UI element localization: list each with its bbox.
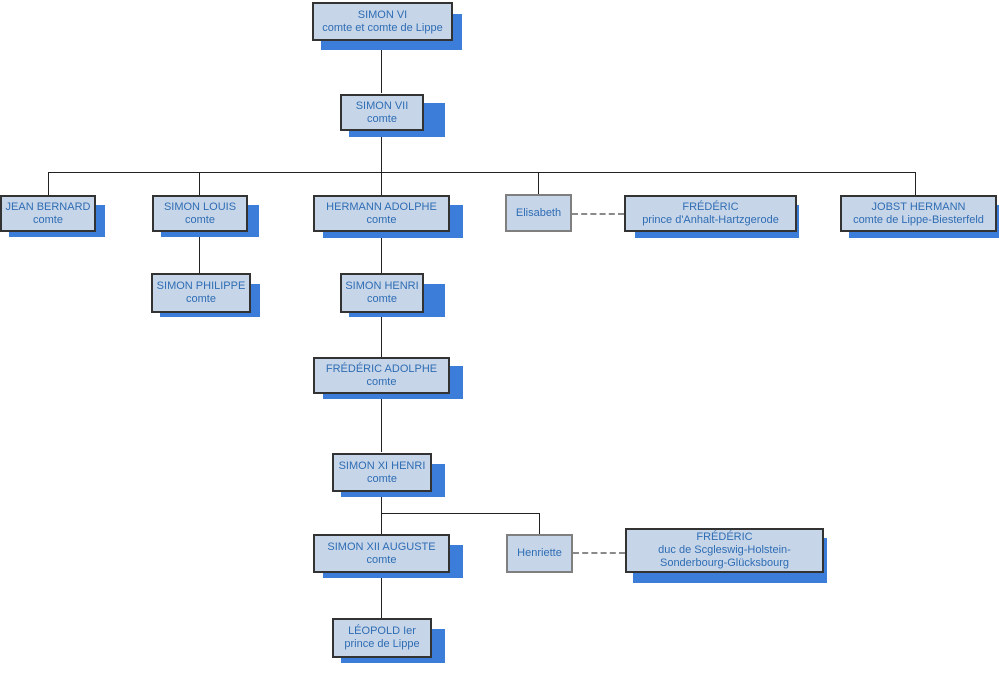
node-title: comte et comte de Lippe	[322, 21, 443, 34]
node-title: comte	[366, 553, 397, 566]
marriage-elisabeth-frederic	[572, 213, 624, 215]
node-name: SIMON LOUIS	[163, 200, 237, 213]
node-title: prince de Lippe	[344, 638, 420, 650]
node-name: SIMON HENRI	[345, 280, 419, 292]
node-frederic-anhalt[interactable]: FRÉDÉRIC prince d'Anhalt-Hartzgerode	[624, 195, 797, 232]
node-title: comte	[186, 293, 216, 305]
node-hermann-adolphe[interactable]: HERMANN ADOLPHE comte	[313, 195, 450, 232]
drop-jobst-hermann	[915, 172, 916, 195]
connector-simonxi-branch	[381, 492, 382, 513]
node-name: SIMON XI HENRI	[338, 459, 426, 472]
node-name: FRÉDÉRIC ADOLPHE	[325, 362, 438, 375]
node-title: duc de Scgleswig-Holstein-Sonderbourg-Gl…	[658, 544, 791, 569]
sibling-bus-generation3	[48, 172, 916, 173]
node-name: SIMON VI	[357, 8, 408, 21]
node-simon-louis[interactable]: SIMON LOUIS comte	[152, 195, 248, 232]
node-name: Henriette	[517, 547, 562, 559]
connector-simonvii-bus	[381, 134, 382, 172]
connector-fredericadolphe-simonxi	[381, 394, 382, 452]
drop-henriette	[539, 513, 540, 534]
node-title: comte de Lippe-Biesterfeld	[853, 213, 984, 226]
drop-simon-xii	[381, 513, 382, 534]
node-name: FRÉDÉRIC	[696, 531, 753, 543]
node-title: prince d'Anhalt-Hartzgerode	[642, 213, 779, 226]
marriage-henriette-frederic	[573, 552, 625, 554]
node-title: comte	[367, 472, 397, 485]
connector-simonlouis-simonphilippe	[199, 235, 200, 273]
node-jean-bernard[interactable]: JEAN BERNARD comte	[0, 195, 96, 232]
node-name: SIMON VII	[355, 99, 409, 112]
node-title: comte	[366, 375, 397, 388]
node-simon-henri[interactable]: SIMON HENRI comte	[340, 273, 424, 313]
node-frederic-schleswig[interactable]: FRÉDÉRIC duc de Scgleswig-Holstein-Sonde…	[625, 528, 824, 573]
node-name: Elisabeth	[515, 206, 562, 219]
node-leopold[interactable]: LÉOPOLD Ier prince de Lippe	[332, 618, 432, 658]
node-jobst-hermann[interactable]: JOBST HERMANN comte de Lippe-Biesterfeld	[840, 195, 997, 232]
connector-simonxii-leopold	[381, 573, 382, 618]
node-name: JEAN BERNARD	[5, 200, 91, 213]
node-title: comte	[367, 293, 397, 305]
node-title: comte	[366, 213, 397, 226]
drop-jean-bernard	[48, 172, 49, 195]
node-name: JOBST HERMANN	[871, 200, 966, 213]
node-name: HERMANN ADOLPHE	[326, 200, 437, 213]
connector-hermannadolphe-simonhenri	[381, 235, 382, 273]
drop-elisabeth	[538, 172, 539, 194]
connector-simonvi-simonvii	[381, 46, 382, 93]
node-henriette[interactable]: Henriette	[506, 534, 573, 573]
drop-hermann-adolphe	[381, 172, 382, 195]
node-name: SIMON PHILIPPE	[156, 280, 246, 292]
node-name: SIMON XII AUGUSTE	[327, 540, 436, 553]
sibling-bus-simonxii-henriette	[381, 513, 540, 514]
node-name: FRÉDÉRIC	[682, 200, 739, 213]
node-simon-philippe[interactable]: SIMON PHILIPPE comte	[151, 273, 251, 313]
node-simon-vii[interactable]: SIMON VII comte	[340, 94, 424, 131]
node-name: LÉOPOLD Ier	[348, 625, 416, 637]
node-title: comte	[367, 112, 397, 125]
node-title: comte	[33, 213, 63, 226]
node-simon-vi[interactable]: SIMON VI comte et comte de Lippe	[312, 2, 453, 41]
connector-simonhenri-fredericadolphe	[381, 313, 382, 357]
node-elisabeth[interactable]: Elisabeth	[505, 194, 572, 232]
node-simon-xii-auguste[interactable]: SIMON XII AUGUSTE comte	[313, 534, 450, 573]
node-frederic-adolphe[interactable]: FRÉDÉRIC ADOLPHE comte	[313, 357, 450, 394]
drop-simon-louis	[199, 172, 200, 195]
node-simon-xi-henri[interactable]: SIMON XI HENRI comte	[332, 453, 432, 492]
node-title: comte	[185, 213, 215, 226]
